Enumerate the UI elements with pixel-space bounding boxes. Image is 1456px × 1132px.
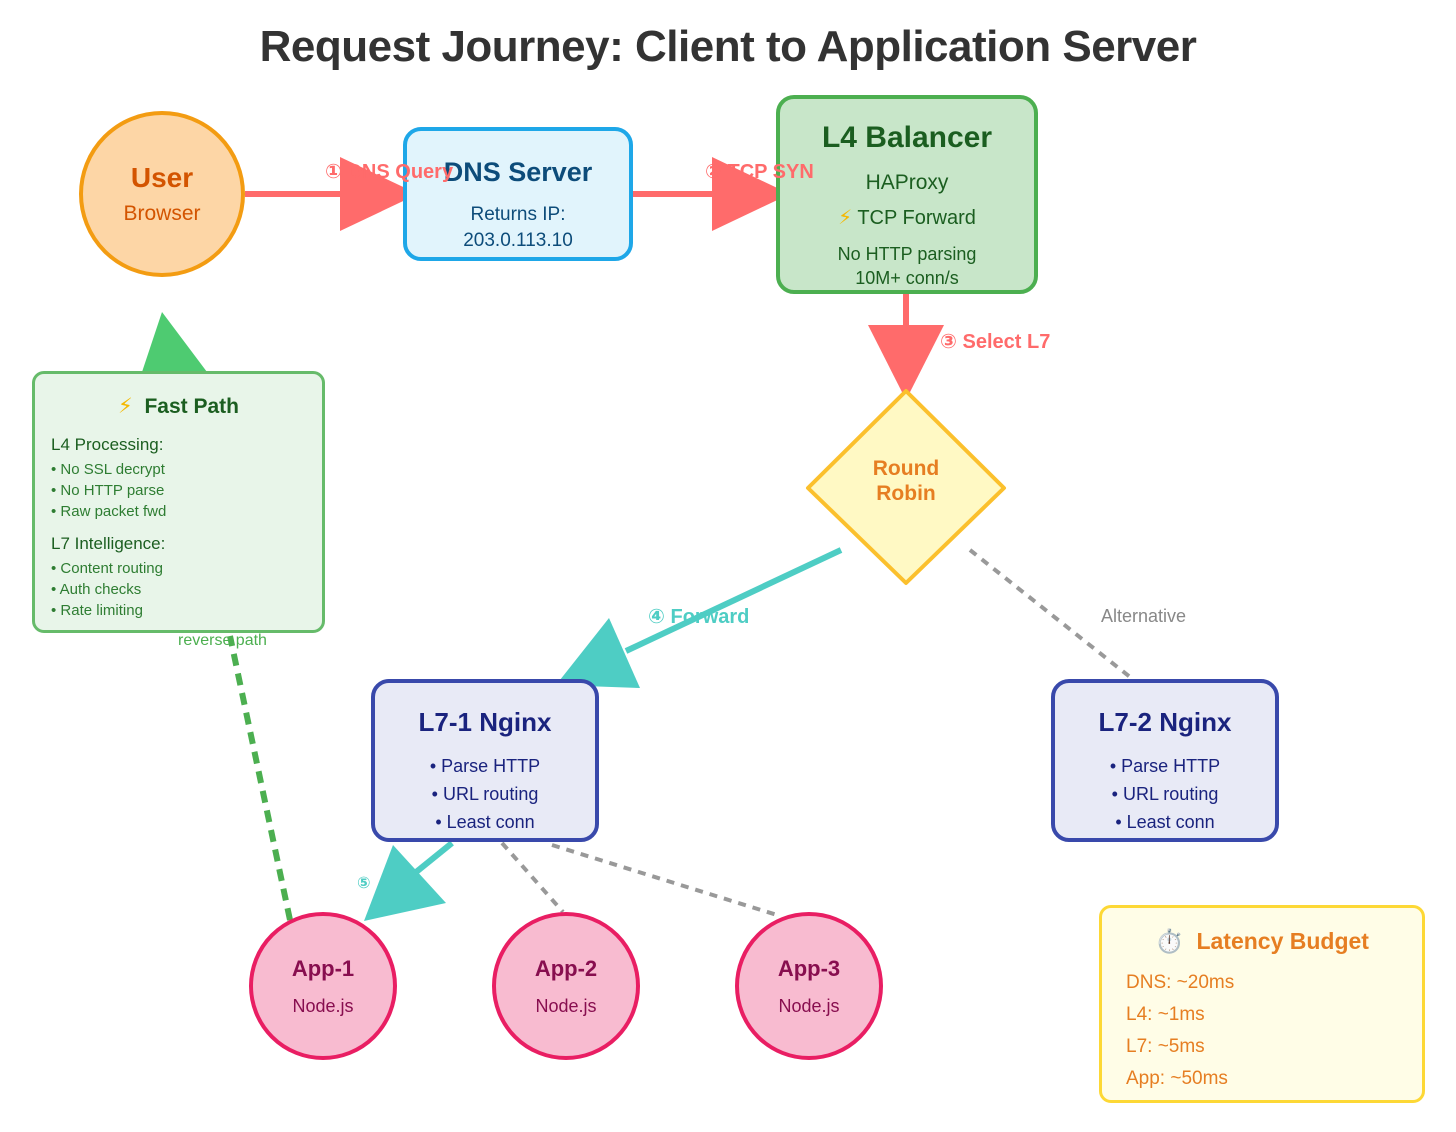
nginx2-item: • Least conn — [1115, 812, 1215, 832]
dns-label: DNS Server — [443, 157, 593, 187]
latency-row: DNS: ~20ms — [1126, 972, 1235, 993]
round-robin-diamond — [806, 389, 1006, 585]
l7-1-nginx-node[interactable]: L7-1 Nginx • Parse HTTP • URL routing • … — [371, 679, 599, 842]
dns-server-node[interactable]: DNS Server Returns IP: 203.0.113.10 — [403, 127, 633, 261]
stopwatch-icon: ⏱️ — [1155, 928, 1184, 954]
arrowhead-select-l7 — [868, 325, 944, 400]
latency-budget-title: ⏱️ Latency Budget — [1126, 928, 1398, 955]
edge-reverse-path — [227, 635, 293, 921]
app-2-node[interactable]: App-2 Node.js — [492, 912, 640, 1060]
user-sub: Browser — [123, 202, 201, 225]
latency-row: L4: ~1ms — [1126, 1004, 1205, 1025]
user-node[interactable]: User Browser — [79, 111, 245, 277]
fast-path-title: ⚡ Fast Path — [51, 394, 306, 419]
nginx1-item: • URL routing — [431, 784, 539, 804]
app2-label: App-2 — [534, 955, 598, 981]
l4-line4: 10M+ conn/s — [855, 268, 959, 288]
edge-label-reverse-path: reverse path — [178, 632, 267, 649]
app1-label: App-1 — [291, 955, 355, 981]
edge-label-dns-query: ① DNS Query — [325, 161, 454, 183]
nginx1-label: L7-1 Nginx — [418, 707, 552, 737]
fast-path-item: • No HTTP parse — [51, 482, 165, 499]
dns-line1: Returns IP: — [470, 204, 566, 225]
edge-alternative — [968, 548, 1132, 679]
l4-processing-heading: L4 Processing: — [51, 435, 164, 454]
edge-forward — [624, 547, 843, 654]
l4-balancer-node[interactable]: L4 Balancer HAProxy ⚡ TCP Forward No HTT… — [776, 95, 1038, 294]
bolt-icon: ⚡ — [838, 207, 853, 229]
fast-path-item: • Content routing — [51, 560, 163, 577]
l4-line2-wrap: ⚡ TCP Forward — [780, 205, 1034, 230]
app3-sub: Node.js — [778, 995, 840, 1016]
edge-label-tcp-syn: ② TCP SYN — [705, 161, 814, 183]
latency-budget-title-text: Latency Budget — [1196, 928, 1369, 954]
fast-path-item: • No SSL decrypt — [51, 461, 165, 478]
user-label: User — [130, 162, 194, 193]
edge-label-step5: ⑤ — [357, 875, 371, 892]
round-robin-line1: Round — [872, 457, 940, 480]
app3-label: App-3 — [777, 955, 841, 981]
diagram-title: Request Journey: Client to Application S… — [259, 22, 1197, 71]
arrowhead-tcp-syn — [712, 157, 790, 231]
arrowhead-dns-query — [340, 157, 418, 231]
edge-label-alternative: Alternative — [1101, 606, 1187, 626]
bolt-icon: ⚡ — [118, 395, 133, 418]
l4-line3: No HTTP parsing — [837, 244, 977, 264]
fast-path-item: • Auth checks — [51, 581, 142, 598]
arrowhead-step5 — [364, 845, 446, 921]
latency-row: App: ~50ms — [1126, 1068, 1228, 1089]
app-3-node[interactable]: App-3 Node.js — [735, 912, 883, 1060]
app2-sub: Node.js — [535, 995, 597, 1016]
l7-2-nginx-node[interactable]: L7-2 Nginx • Parse HTTP • URL routing • … — [1051, 679, 1279, 842]
round-robin-line2: Robin — [876, 482, 936, 505]
nginx2-item: • URL routing — [1111, 784, 1219, 804]
edge-app3-inactive — [551, 843, 778, 917]
latency-row: L7: ~5ms — [1126, 1036, 1205, 1057]
dns-line2: 203.0.113.10 — [463, 230, 573, 251]
l4-line1: HAProxy — [865, 171, 949, 194]
arrowhead-reverse-path — [142, 312, 207, 372]
edge-label-select-l7: ③ Select L7 — [940, 331, 1051, 353]
fast-path-title-text: Fast Path — [144, 395, 239, 418]
nginx2-label: L7-2 Nginx — [1098, 707, 1232, 737]
app-1-node[interactable]: App-1 Node.js — [249, 912, 397, 1060]
app1-sub: Node.js — [292, 995, 354, 1016]
nginx1-item: • Parse HTTP — [429, 756, 541, 776]
round-robin-label: Round Robin — [826, 456, 986, 506]
edge-app2-inactive — [500, 841, 565, 914]
arrowhead-forward — [556, 618, 640, 688]
l4-label: L4 Balancer — [821, 121, 993, 154]
l4-line2: TCP Forward — [857, 207, 976, 229]
l7-intelligence-heading: L7 Intelligence: — [51, 534, 166, 553]
latency-budget-panel: ⏱️ Latency Budget DNS: ~20ms L4: ~1ms L7… — [1099, 905, 1425, 1103]
fast-path-item: • Rate limiting — [51, 602, 143, 619]
edge-label-forward: ④ Forward — [648, 606, 750, 628]
nginx2-item: • Parse HTTP — [1109, 756, 1221, 776]
fast-path-panel: ⚡ Fast Path L4 Processing: • No SSL decr… — [32, 371, 325, 633]
fast-path-item: • Raw packet fwd — [51, 503, 167, 520]
nginx1-item: • Least conn — [435, 812, 535, 832]
